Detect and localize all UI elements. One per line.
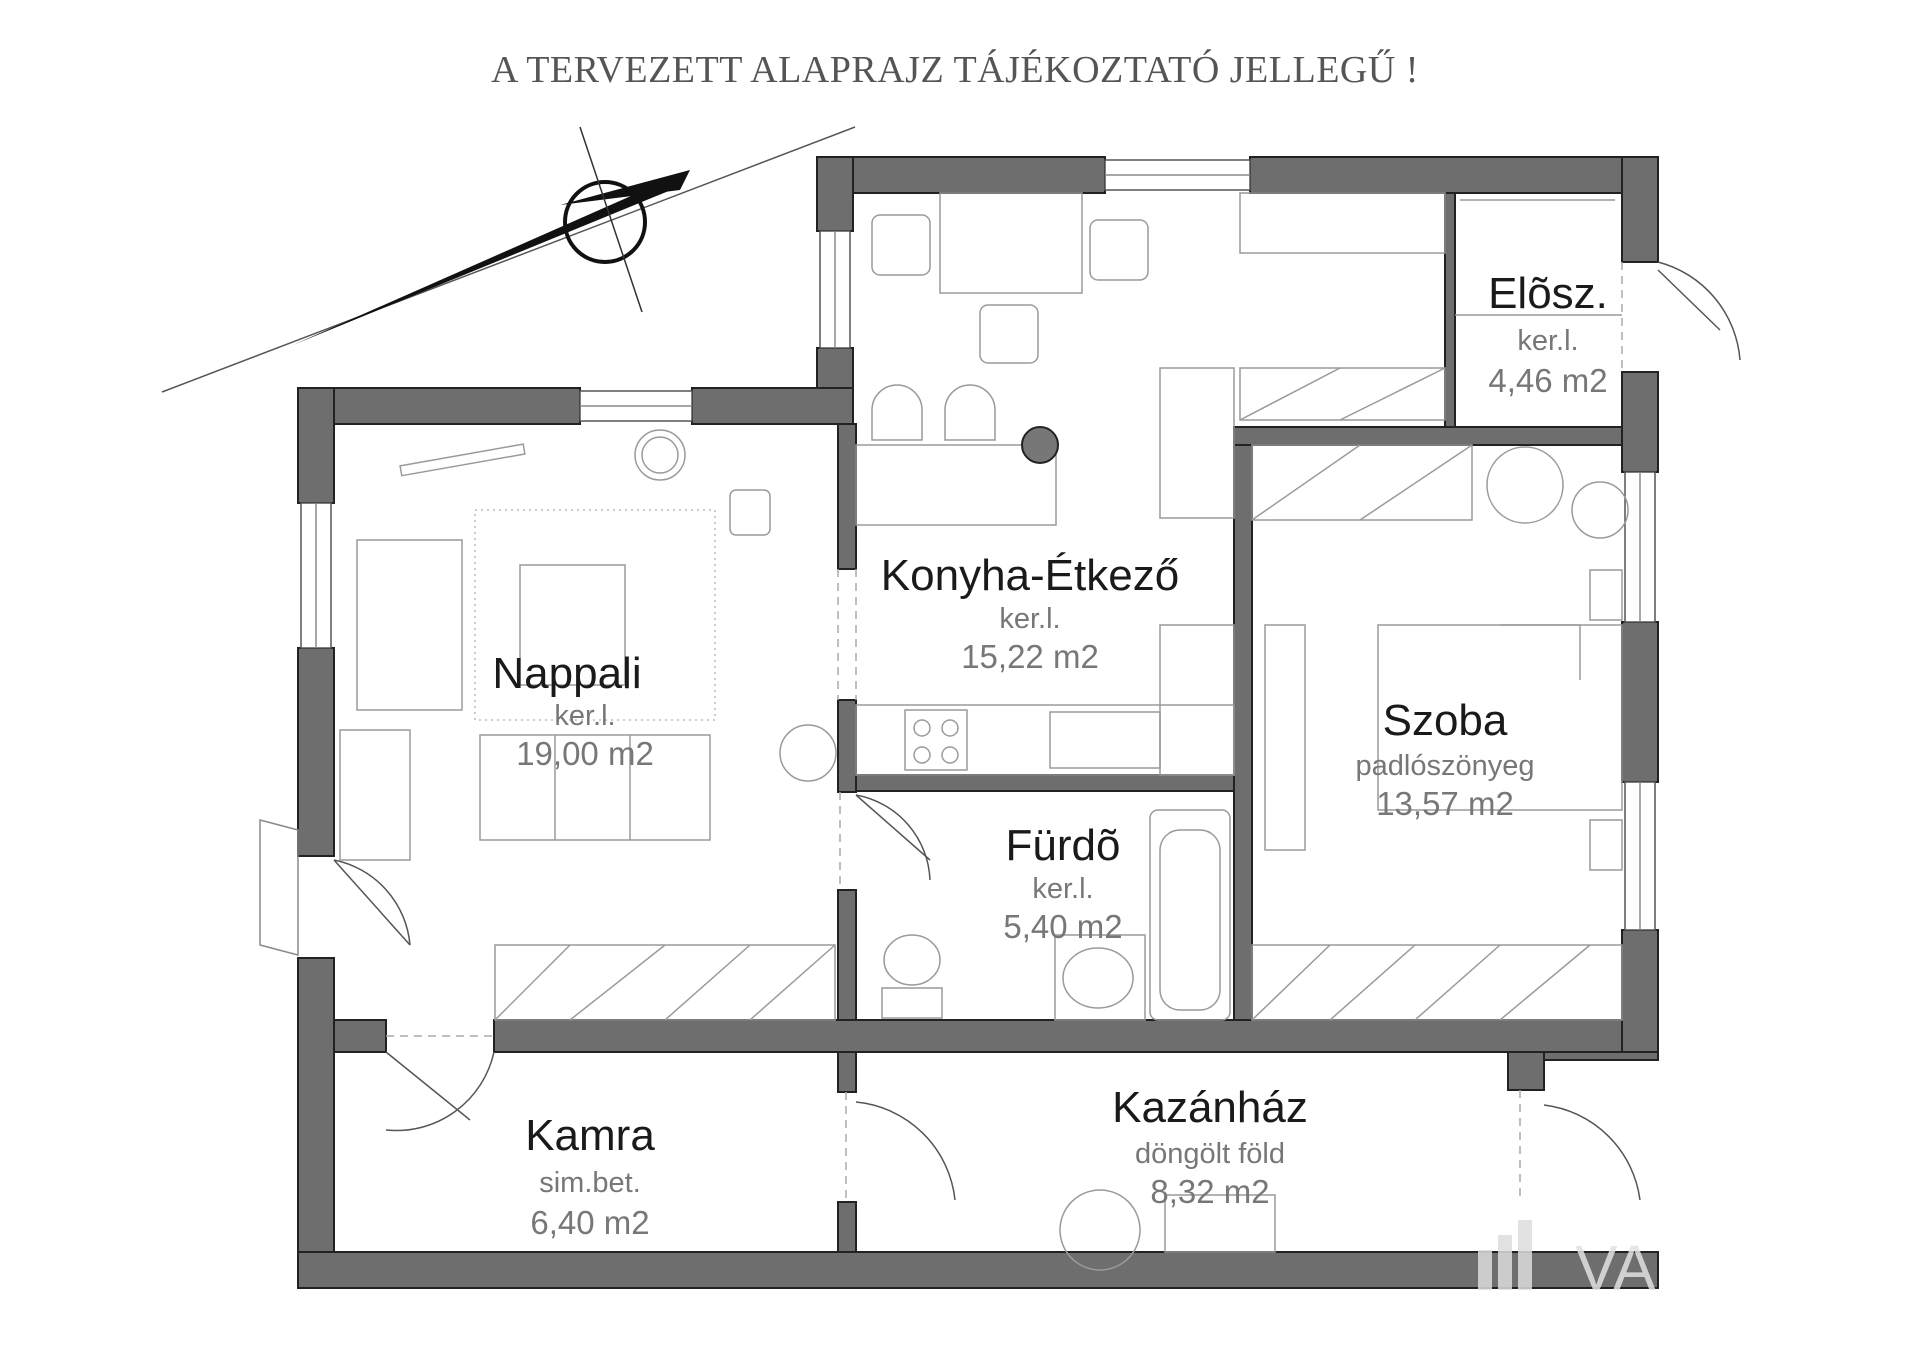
room-name: Szoba [1383,696,1508,745]
room-name: Kamra [525,1111,655,1160]
room-floor: ker.l. [1517,325,1578,357]
room-floor: ker.l. [1032,873,1093,905]
doors [259,261,1741,1202]
room-floor: döngölt föld [1135,1138,1285,1170]
room-floor: padlószönyeg [1356,750,1535,782]
room-floor: sim.bet. [539,1167,641,1199]
room-label-kazanhaz: Kazánház döngölt föld 8,32 m2 [1112,1083,1308,1210]
room-area: 4,46 m2 [1488,362,1607,399]
room-label-furdo: Fürdõ ker.l. 5,40 m2 [1003,821,1122,945]
room-name: Elõsz. [1488,269,1608,318]
room-label-szoba: Szoba padlószönyeg 13,57 m2 [1356,696,1535,822]
room-floor: ker.l. [554,700,615,732]
room-name: Konyha-Étkező [881,551,1179,600]
windows [300,159,1656,931]
watermark-logo: VA [1478,1220,1656,1304]
room-name: Fürdõ [1006,821,1121,870]
room-name: Kazánház [1112,1083,1308,1132]
room-label-eloszoba: Elõsz. ker.l. 4,46 m2 [1488,269,1608,399]
room-area: 5,40 m2 [1003,908,1122,945]
room-name: Nappali [492,649,641,698]
room-area: 8,32 m2 [1150,1173,1269,1210]
room-area: 6,40 m2 [530,1204,649,1241]
walls [297,156,1659,1289]
room-label-nappali: Nappali ker.l. 19,00 m2 [492,649,653,772]
room-label-konyha: Konyha-Étkező ker.l. 15,22 m2 [881,551,1179,675]
watermark-text: VA [1575,1232,1656,1304]
room-floor: ker.l. [999,603,1060,635]
plan-title: A TERVEZETT ALAPRAJZ TÁJÉKOZTATÓ JELLEGŰ… [491,49,1419,91]
room-label-kamra: Kamra sim.bet. 6,40 m2 [525,1111,655,1241]
room-area: 13,57 m2 [1376,785,1514,822]
room-area: 15,22 m2 [961,638,1099,675]
room-area: 19,00 m2 [516,735,654,772]
north-arrow-icon [161,126,856,393]
furniture [339,192,1629,1271]
